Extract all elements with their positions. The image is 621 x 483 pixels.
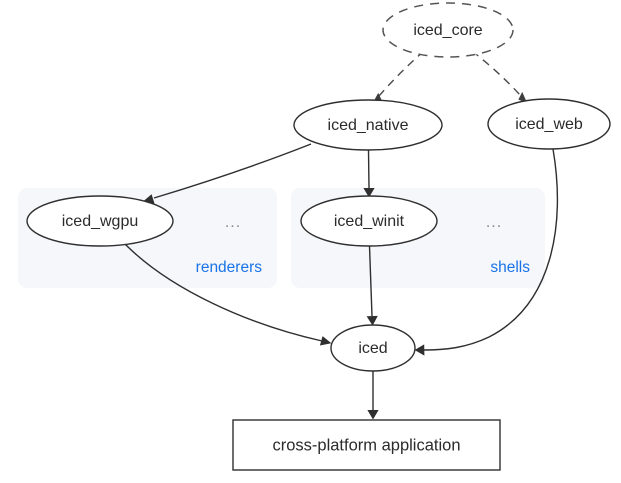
node-iced-wgpu-shape[interactable]: [26, 195, 174, 247]
edge-iced-winit-to-iced: [366, 245, 378, 326]
node-application[interactable]: cross-platform application: [232, 419, 501, 471]
arrow-head-native-winit: [363, 188, 375, 198]
edge-path-winit-iced: [368, 245, 373, 317]
renderers-ellipsis-label: ...: [225, 214, 241, 231]
edge-iced-native-to-iced-winit: [363, 149, 375, 198]
edge-path-native-wgpu: [153, 143, 312, 199]
node-iced-core-shape[interactable]: [382, 2, 514, 58]
shells-ellipsis-label: ...: [486, 214, 502, 231]
node-iced-shape[interactable]: [330, 324, 416, 372]
node-iced-native[interactable]: iced_native: [293, 99, 443, 151]
edge-iced-web-to-iced: [414, 148, 559, 356]
node-iced-winit-shape[interactable]: [300, 195, 438, 247]
node-iced[interactable]: iced: [330, 324, 416, 372]
arrow-head-wgpu-iced: [319, 336, 332, 346]
node-iced-core-label: iced_core: [413, 22, 482, 39]
edge-path-native-winit: [367, 149, 370, 189]
arrow-head-web-iced: [414, 344, 425, 356]
node-iced-wgpu[interactable]: iced_wgpu: [26, 195, 174, 247]
node-iced-web-label: iced_web: [515, 116, 583, 133]
edge-path-web-iced: [423, 148, 559, 351]
node-iced-winit-label: iced_winit: [334, 213, 405, 230]
node-iced-wgpu-label: iced_wgpu: [62, 213, 139, 230]
edge-iced-wgpu-to-iced: [123, 242, 332, 346]
node-iced-native-label: iced_native: [328, 117, 409, 134]
node-iced-native-shape[interactable]: [293, 99, 443, 151]
edge-iced-core-to-iced-web: [471, 50, 528, 104]
node-iced-web[interactable]: iced_web: [487, 98, 611, 150]
edge-iced-core-to-iced-native: [372, 50, 425, 104]
node-iced-web-shape[interactable]: [487, 98, 611, 150]
edge-path-core-web: [471, 50, 522, 97]
node-iced-winit[interactable]: iced_winit: [300, 195, 438, 247]
node-application-shape[interactable]: [232, 419, 501, 471]
node-iced-label: iced: [358, 340, 387, 357]
cluster-shells-label: shells: [490, 259, 530, 276]
node-application-label: cross-platform application: [273, 436, 461, 454]
arrow-head-winit-iced: [366, 315, 378, 326]
edge-iced-to-application: [367, 371, 379, 420]
cluster-renderers-label: renderers: [196, 259, 263, 276]
arrow-head-iced-application: [367, 410, 379, 420]
edge-path-core-native: [378, 50, 425, 97]
node-iced-core[interactable]: iced_core: [382, 2, 514, 58]
edge-path-wgpu-iced: [123, 242, 323, 342]
